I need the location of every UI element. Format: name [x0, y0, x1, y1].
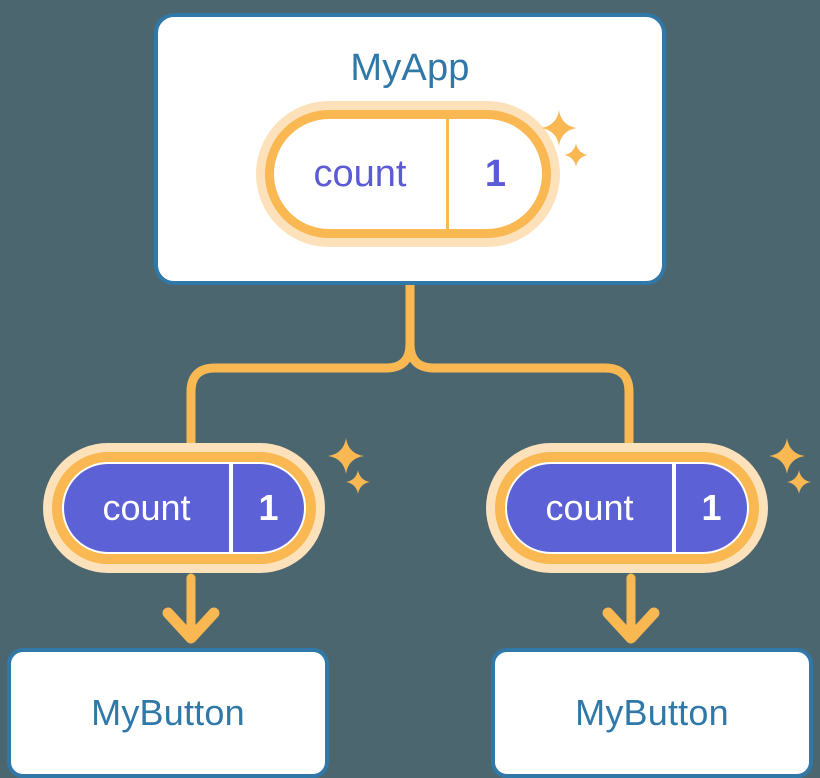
- sparkle-icon-large: [328, 438, 364, 474]
- sparkle-icon-small: [787, 470, 811, 494]
- component-card-mybutton-left[interactable]: MyButton: [7, 648, 329, 778]
- page-title: MyApp: [350, 47, 470, 89]
- component-card-mybutton-right[interactable]: MyButton: [491, 648, 813, 778]
- sparkle-icon-large: [769, 438, 805, 474]
- component-title: MyButton: [91, 692, 245, 733]
- state-pill-root-wrapper: count 1: [265, 110, 588, 238]
- state-pill-left-wrapper: count 1: [52, 438, 370, 564]
- state-pill-right-wrapper: count 1: [495, 438, 811, 564]
- state-pill-right[interactable]: count 1: [495, 452, 759, 564]
- state-pill-root[interactable]: count 1: [265, 110, 551, 238]
- arrow-down-icon-left-head: [162, 607, 220, 644]
- state-flow-branch-right: [405, 339, 634, 457]
- state-value-label: 1: [676, 464, 747, 552]
- state-key-label: count: [274, 119, 449, 229]
- state-value-label: 1: [233, 464, 304, 552]
- state-key-label: count: [64, 464, 229, 552]
- state-flow-branch-left: [186, 339, 415, 457]
- component-title: MyButton: [575, 692, 729, 733]
- arrow-down-icon-right-head: [602, 607, 660, 644]
- state-key-label: count: [507, 464, 672, 552]
- sparkle-icon-small: [346, 470, 370, 494]
- state-pill-left[interactable]: count 1: [52, 452, 316, 564]
- state-value-label: 1: [484, 152, 507, 195]
